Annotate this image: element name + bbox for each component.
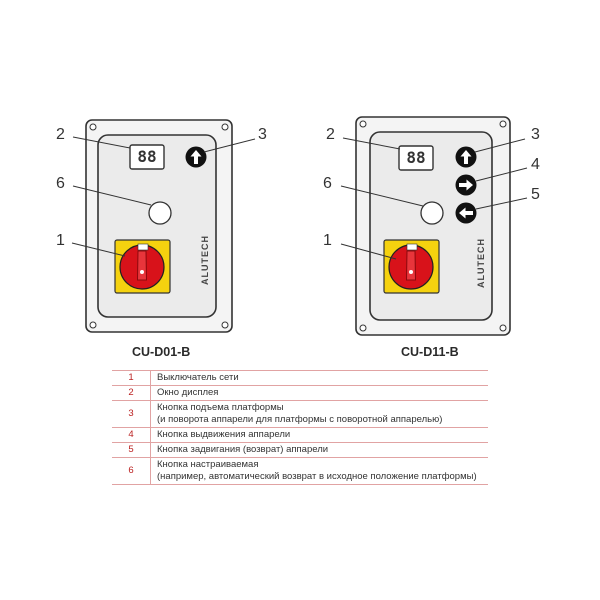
callout-number: 1 <box>323 232 332 249</box>
callout-number: 2 <box>56 126 65 143</box>
outer-plate <box>355 116 511 336</box>
model-label: CU-D01-B <box>132 345 191 359</box>
main-switch[interactable] <box>114 239 171 294</box>
legend-row: 6 Кнопка настраиваемая (например, автома… <box>112 457 488 485</box>
callout-number: 6 <box>323 175 332 192</box>
legend-text: Кнопка подъема платформы (и поворота апп… <box>150 400 488 428</box>
legend-number: 5 <box>112 442 151 458</box>
legend-text: Выключатель сети <box>150 370 488 386</box>
legend-text: Окно дисплея <box>150 385 488 401</box>
legend-text: Кнопка задвигания (возврат) аппарели <box>150 442 488 458</box>
callout-number: 3 <box>531 126 540 143</box>
callout-number: 6 <box>56 175 65 192</box>
inner-face <box>369 131 493 321</box>
arrow-right-icon[interactable] <box>455 174 477 196</box>
legend-row: 4 Кнопка выдвижения аппарели <box>112 427 488 443</box>
configurable-button[interactable] <box>420 201 444 225</box>
callout-leaders <box>340 137 528 260</box>
screw-icon <box>359 120 507 332</box>
legend-row: 5 Кнопка задвигания (возврат) аппарели <box>112 442 488 458</box>
display-digits: 88 <box>406 148 426 167</box>
legend-number: 2 <box>112 385 151 401</box>
callout-number: 4 <box>531 156 540 173</box>
arrow-up-icon[interactable] <box>185 146 207 168</box>
legend-text: Кнопка выдвижения аппарели <box>150 427 488 443</box>
legend-row: 3 Кнопка подъема платформы (и поворота а… <box>112 400 488 428</box>
callout-leaders <box>71 136 256 257</box>
legend-number: 3 <box>112 400 151 428</box>
brand-label: ALUTECH <box>476 238 486 288</box>
configurable-button[interactable] <box>148 201 172 225</box>
callout-number: 5 <box>531 186 540 203</box>
arrow-left-icon[interactable] <box>455 202 477 224</box>
brand-label: ALUTECH <box>200 235 210 285</box>
main-switch[interactable] <box>383 239 440 294</box>
legend-text: Кнопка настраиваемая (например, автомати… <box>150 457 488 485</box>
legend-table: 1 Выключатель сети 2 Окно дисплея 3 Кноп… <box>112 370 488 485</box>
callout-number: 1 <box>56 232 65 249</box>
callout-number: 2 <box>326 126 335 143</box>
legend-number: 6 <box>112 457 151 485</box>
legend-number: 1 <box>112 370 151 386</box>
legend-number: 4 <box>112 427 151 443</box>
legend-row: 1 Выключатель сети <box>112 370 488 386</box>
model-label: CU-D11-B <box>401 345 459 359</box>
legend-row: 2 Окно дисплея <box>112 385 488 401</box>
callout-number: 3 <box>258 126 267 143</box>
display-digits: 88 <box>137 147 157 166</box>
arrow-up-icon[interactable] <box>455 146 477 168</box>
